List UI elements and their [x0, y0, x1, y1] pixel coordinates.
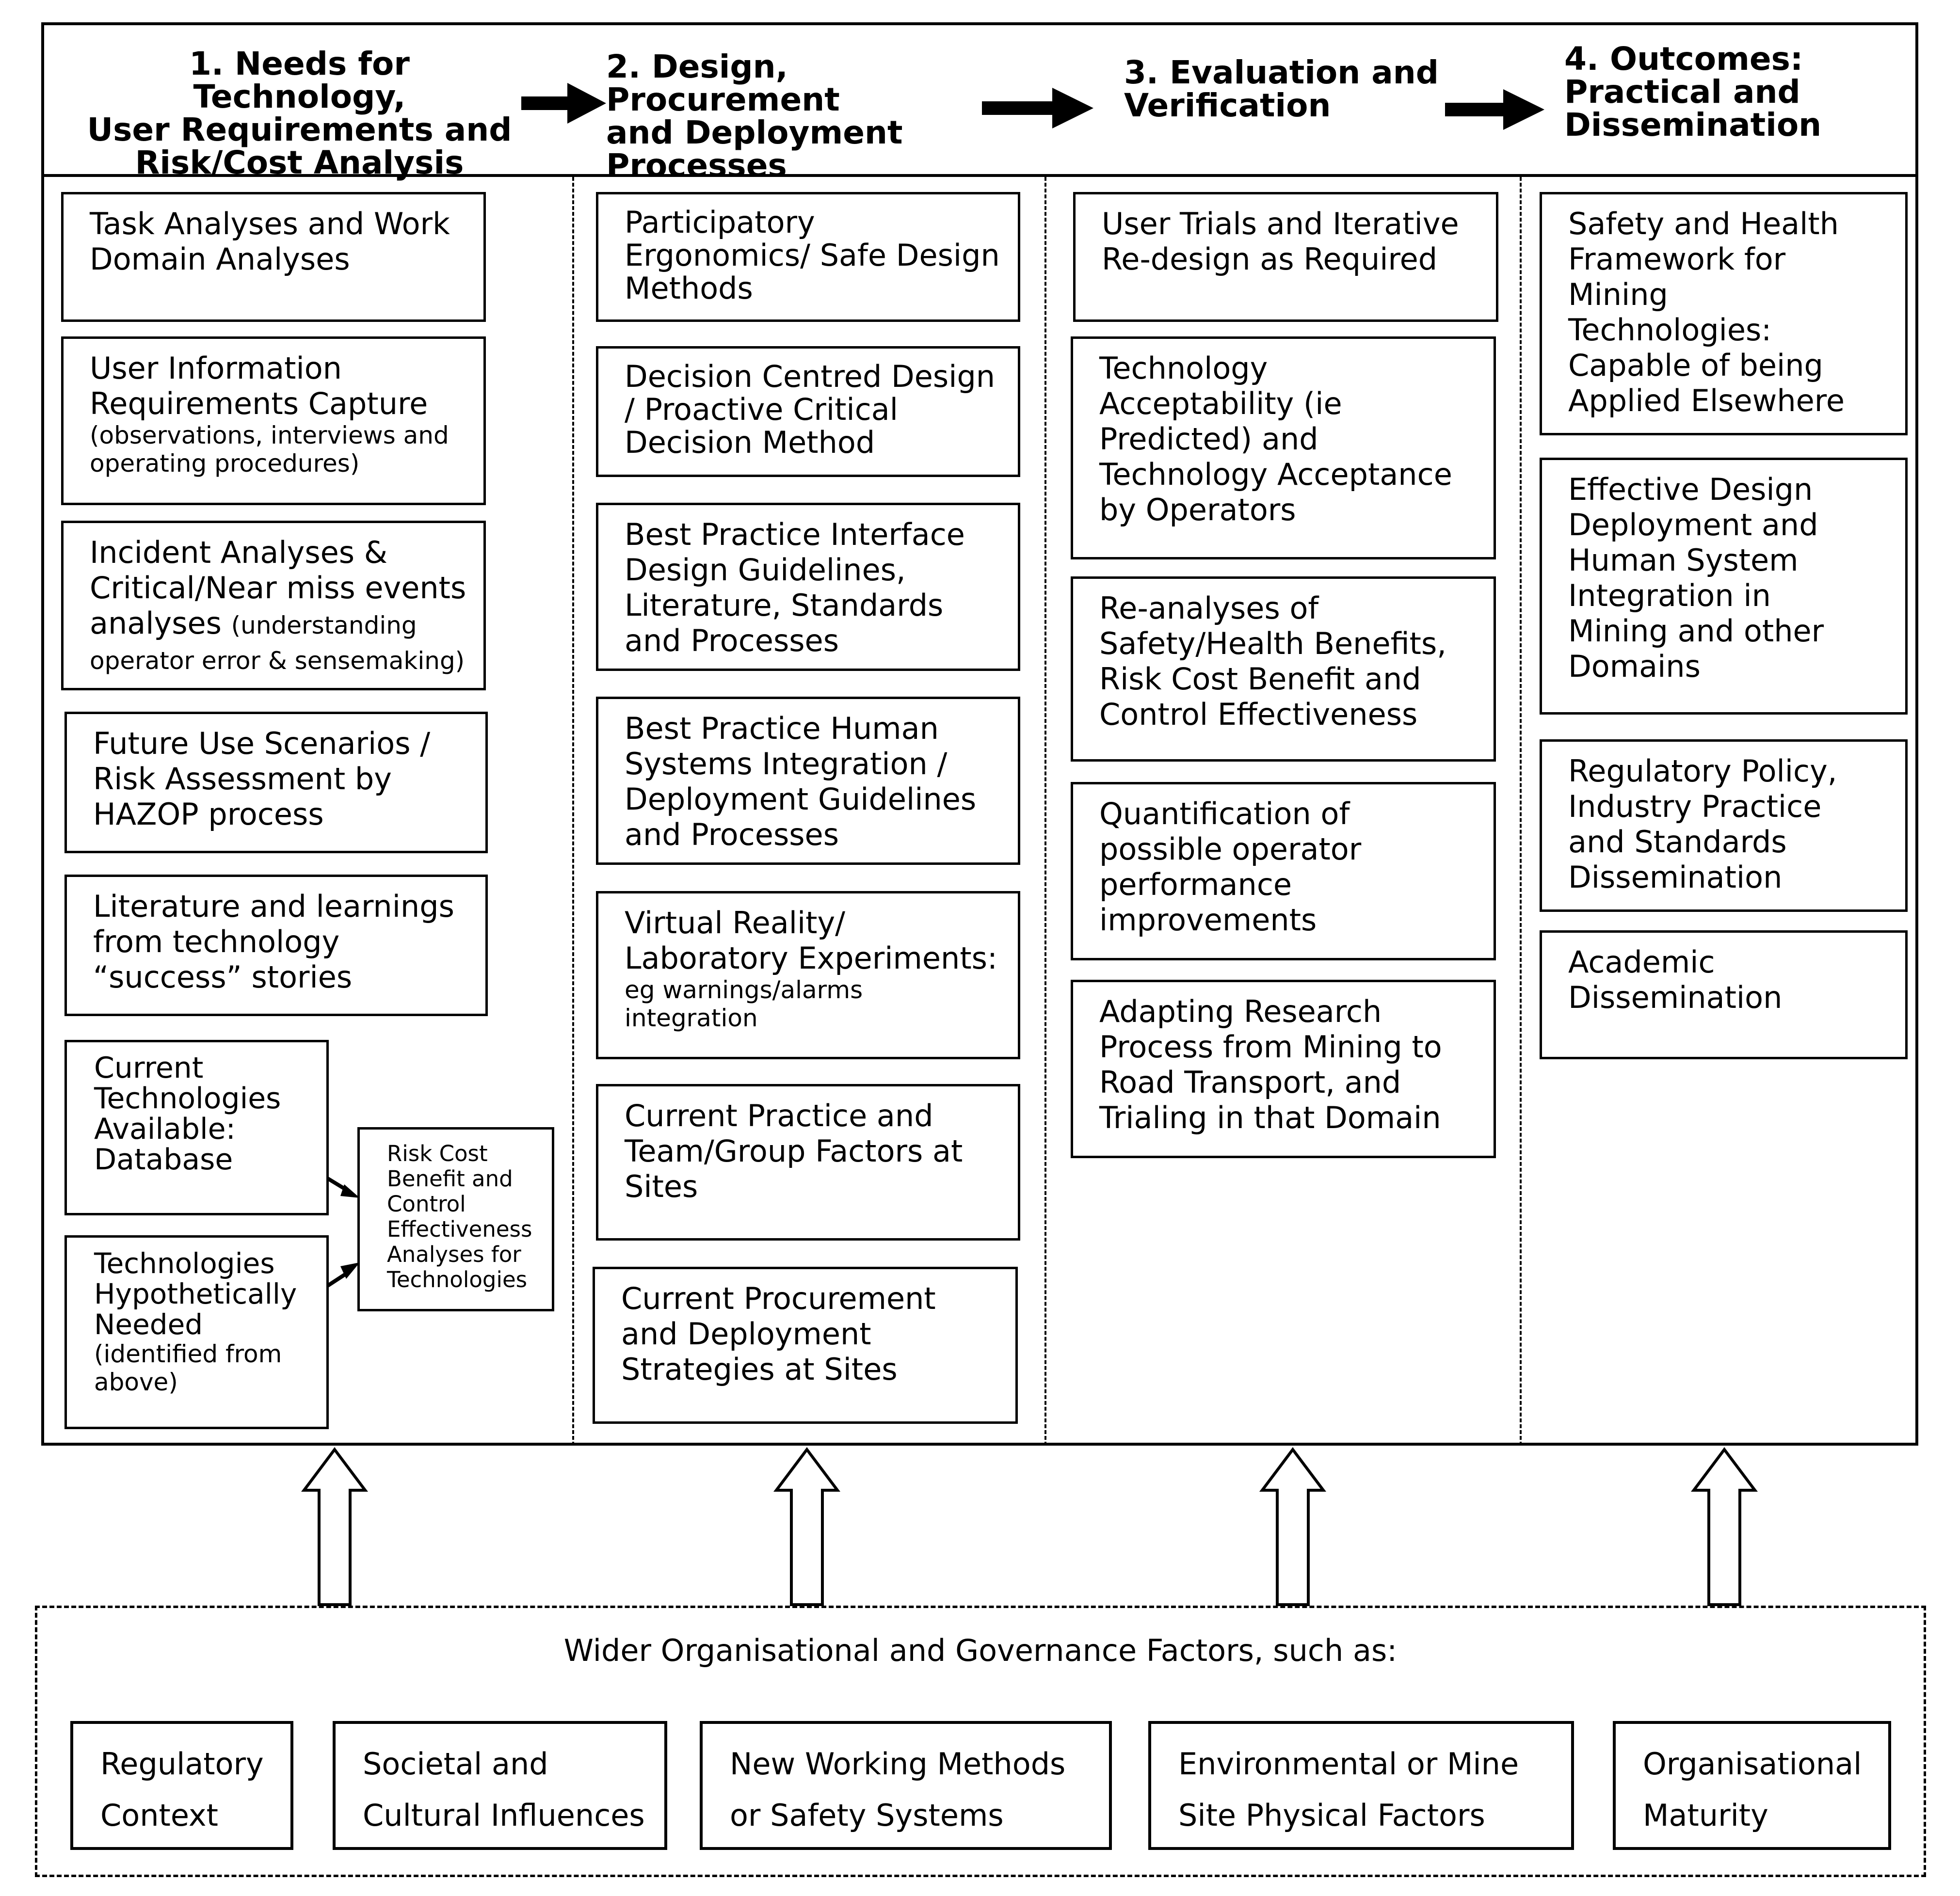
box-title: Regulatory Policy, Industry Practice and… — [1568, 753, 1837, 895]
evaluation-box-reanalyses: Re-analyses of Safety/Health Benefits, R… — [1071, 576, 1496, 762]
box-title: Best Practice Human Systems Integration … — [625, 711, 977, 852]
needs-box-incident-analyses: Incident Analyses & Critical/Near miss e… — [61, 521, 486, 690]
needs-box-literature: Literature and learnings from technology… — [64, 875, 488, 1016]
needs-box-risk-cost-benefit: Risk Cost Benefit and Control Effectiven… — [357, 1127, 554, 1311]
box-title: Task Analyses and Work Domain Analyses — [90, 206, 450, 277]
factor-environmental: Environmental or Mine Site Physical Fact… — [1148, 1721, 1574, 1850]
needs-box-current-technologies: Current Technologies Available: Database — [64, 1040, 329, 1215]
connector-arrow-icon — [326, 1177, 360, 1198]
design-box-current-practice: Current Practice and Team/Group Factors … — [596, 1084, 1020, 1241]
outcomes-box-effective-design: Effective Design Deployment and Human Sy… — [1540, 458, 1908, 715]
factor-organisational-maturity: Organisational Maturity — [1613, 1721, 1891, 1850]
box-subtitle: (understanding operator error & sensemak… — [90, 611, 465, 675]
box-subtitle: eg warnings/alarms integration — [625, 976, 863, 1032]
column-divider — [1520, 177, 1522, 1446]
box-title: Safety and Health Framework for Mining T… — [1568, 206, 1845, 418]
design-box-decision-centred: Decision Centred Design / Proactive Crit… — [596, 346, 1020, 477]
box-title: Decision Centred Design / Proactive Crit… — [625, 359, 996, 460]
needs-box-user-requirements: User Information Requirements Capture (o… — [61, 336, 486, 505]
up-arrow-icon — [1259, 1447, 1326, 1606]
box-subtitle: (identified from above) — [94, 1340, 282, 1396]
box-title: Future Use Scenarios / Risk Assessment b… — [93, 726, 431, 832]
flow-arrow-icon — [1445, 89, 1544, 130]
design-box-interface-guidelines: Best Practice Interface Design Guideline… — [596, 503, 1020, 671]
evaluation-box-user-trials: User Trials and Iterative Re-design as R… — [1073, 192, 1498, 322]
design-box-hsi-guidelines: Best Practice Human Systems Integration … — [596, 697, 1020, 865]
column-heading-evaluation: 3. Evaluation and Verification — [1124, 54, 1439, 124]
needs-box-future-scenarios: Future Use Scenarios / Risk Assessment b… — [64, 712, 488, 853]
box-title: User Trials and Iterative Re-design as R… — [1102, 206, 1459, 277]
box-subtitle: (observations, interviews and operating … — [90, 421, 449, 478]
evaluation-box-quantification: Quantification of possible operator perf… — [1071, 782, 1496, 960]
column-heading-design: 2. Design, Procurement and Deployment Pr… — [606, 48, 903, 184]
box-title: Quantification of possible operator perf… — [1099, 796, 1362, 938]
flow-arrow-icon — [521, 83, 606, 124]
column-heading-needs: 1. Needs for Technology, User Requiremen… — [87, 45, 512, 181]
box-title: Participatory Ergonomics/ Safe Design Me… — [625, 205, 1000, 306]
main-frame — [41, 22, 1918, 1446]
box-title: User Information Requirements Capture — [90, 351, 428, 421]
box-title: Effective Design Deployment and Human Sy… — [1568, 472, 1824, 684]
needs-box-task-analyses: Task Analyses and Work Domain Analyses — [61, 192, 486, 322]
up-arrow-icon — [1691, 1447, 1758, 1606]
wider-factors-title: Wider Organisational and Governance Fact… — [563, 1633, 1398, 1668]
box-title: Literature and learnings from technology… — [93, 889, 454, 995]
box-title: Best Practice Interface Design Guideline… — [625, 517, 965, 658]
outcomes-box-academic: Academic Dissemination — [1540, 930, 1908, 1059]
needs-box-technologies-needed: Technologies Hypothetically Needed (iden… — [64, 1235, 329, 1429]
column-divider — [1044, 177, 1046, 1446]
column-heading-outcomes: 4. Outcomes: Practical and Dissemination — [1564, 40, 1822, 143]
box-title: Technologies Hypothetically Needed — [94, 1247, 297, 1341]
design-box-virtual-reality: Virtual Reality/ Laboratory Experiments:… — [596, 891, 1020, 1059]
box-title: Technology Acceptability (ie Predicted) … — [1099, 351, 1452, 527]
wider-factors-panel — [35, 1606, 1926, 1877]
box-title: Current Technologies Available: Database — [94, 1051, 281, 1177]
box-title: Adapting Research Process from Mining to… — [1099, 994, 1442, 1135]
up-arrow-icon — [301, 1447, 368, 1606]
box-title: Current Procurement and Deployment Strat… — [621, 1281, 936, 1387]
evaluation-box-technology-acceptance: Technology Acceptability (ie Predicted) … — [1071, 336, 1496, 559]
factor-regulatory-context: Regulatory Context — [70, 1721, 293, 1850]
evaluation-box-adapting-research: Adapting Research Process from Mining to… — [1071, 980, 1496, 1158]
box-title: Incident Analyses & Critical/Near miss e… — [90, 535, 466, 641]
design-box-participatory-ergonomics: Participatory Ergonomics/ Safe Design Me… — [596, 192, 1020, 322]
outcomes-box-safety-framework: Safety and Health Framework for Mining T… — [1540, 192, 1908, 435]
box-title: Risk Cost Benefit and Control Effectiven… — [387, 1141, 532, 1292]
factor-new-working-methods: New Working Methods or Safety Systems — [700, 1721, 1112, 1850]
box-title: Re-analyses of Safety/Health Benefits, R… — [1099, 590, 1446, 732]
connector-arrow-icon — [326, 1262, 360, 1288]
flow-arrow-icon — [982, 88, 1093, 128]
outcomes-box-regulatory-policy: Regulatory Policy, Industry Practice and… — [1540, 739, 1908, 912]
up-arrow-icon — [773, 1447, 840, 1606]
factor-societal-cultural: Societal and Cultural Influences — [333, 1721, 667, 1850]
column-divider — [572, 177, 574, 1446]
design-box-procurement-strategies: Current Procurement and Deployment Strat… — [593, 1267, 1018, 1424]
box-title: Current Practice and Team/Group Factors … — [625, 1098, 963, 1204]
box-title: Virtual Reality/ Laboratory Experiments: — [625, 905, 997, 976]
header-divider — [41, 174, 1918, 177]
box-title: Academic Dissemination — [1568, 944, 1783, 1015]
